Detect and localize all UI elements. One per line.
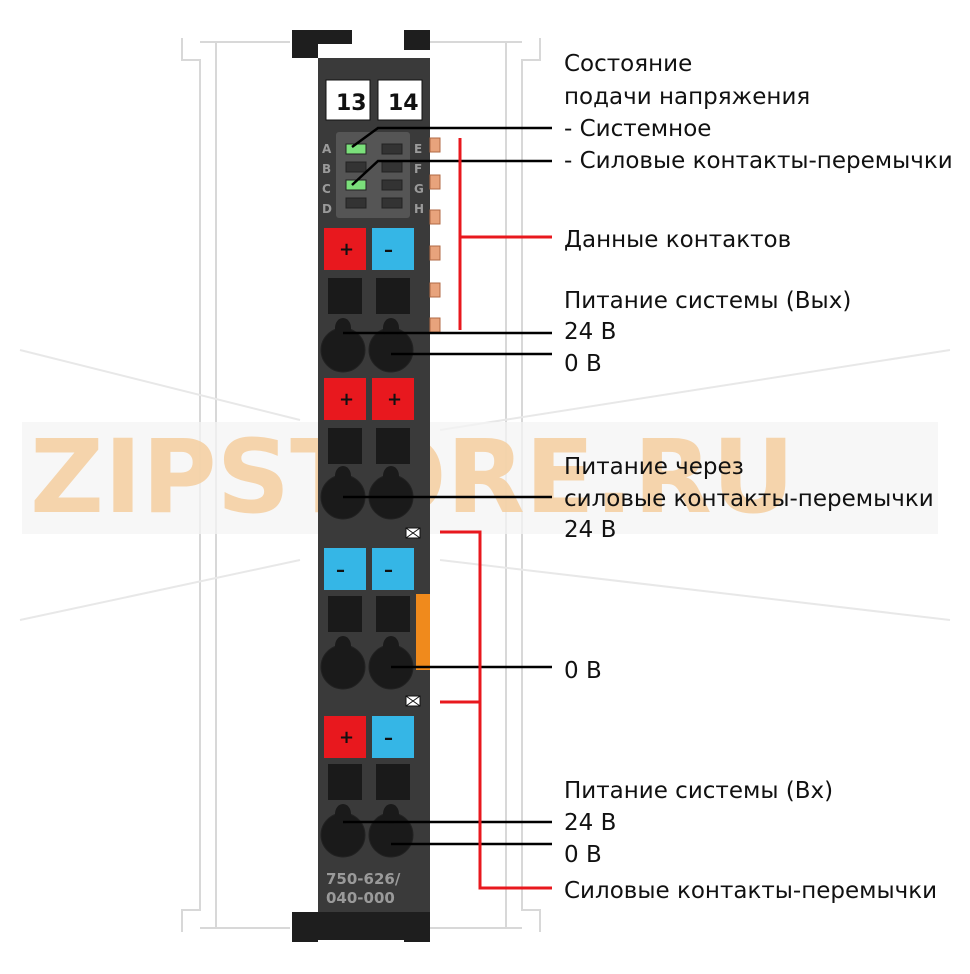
plus-sign: + [339, 389, 354, 410]
led-letter-f: F [414, 162, 422, 176]
minus-sign: – [336, 560, 345, 581]
system-in-0v: 0 В [564, 842, 602, 868]
terminal-group-4: + – [320, 716, 414, 858]
led-letter-a: A [322, 142, 332, 156]
power-0v: 0 В [564, 658, 602, 684]
led-letter-b: B [322, 162, 331, 176]
model-number-line2: 040-000 [326, 889, 395, 907]
plus-sign: + [339, 727, 354, 748]
terminal-number-13: 13 [336, 91, 367, 116]
plus-sign: + [387, 389, 402, 410]
status-title-line2: подачи напряжения [564, 84, 811, 110]
terminal-numbers: 13 14 [325, 79, 423, 121]
status-system-label: - Системное [564, 116, 712, 142]
model-number-line1: 750-626/ [326, 870, 401, 888]
terminal-group-3: – – [320, 548, 430, 690]
system-in-24v: 24 В [564, 810, 617, 836]
led-letter-g: G [414, 182, 424, 196]
led-letter-e: E [414, 142, 422, 156]
data-contacts [429, 137, 441, 333]
status-power-jumper-label: - Силовые контакты-перемычки [564, 148, 953, 174]
power-jumper-contacts-label: Силовые контакты-перемычки [564, 878, 938, 904]
watermark: ZIPSTORE.RU [22, 418, 938, 537]
led-block: A B C D E F G H [322, 132, 424, 218]
led-letter-h: H [414, 202, 424, 216]
system-out-title: Питание системы (Вых) [564, 288, 852, 314]
red-brackets [440, 138, 552, 890]
status-title-line1: Состояние [564, 51, 693, 77]
power-jumper-markers [405, 527, 421, 707]
minus-sign: – [384, 240, 393, 261]
led-letter-c: C [322, 182, 331, 196]
plus-sign: + [339, 239, 354, 260]
minus-sign: – [384, 560, 393, 581]
terminal-number-14: 14 [388, 91, 419, 116]
terminal-group-1: + – [320, 228, 414, 373]
power-via-24v: 24 В [564, 517, 617, 543]
callout-lines [343, 126, 552, 846]
power-via-line2: силовые контакты-перемычки [564, 486, 934, 512]
system-in-title: Питание системы (Вх) [564, 778, 834, 804]
power-via-line1: Питание через [564, 454, 744, 480]
data-contacts-label: Данные контактов [564, 227, 792, 253]
led-letter-d: D [322, 202, 332, 216]
minus-sign: – [384, 728, 393, 749]
din-rail-outline [19, 38, 951, 932]
system-out-24v: 24 В [564, 319, 617, 345]
system-out-0v: 0 В [564, 351, 602, 377]
